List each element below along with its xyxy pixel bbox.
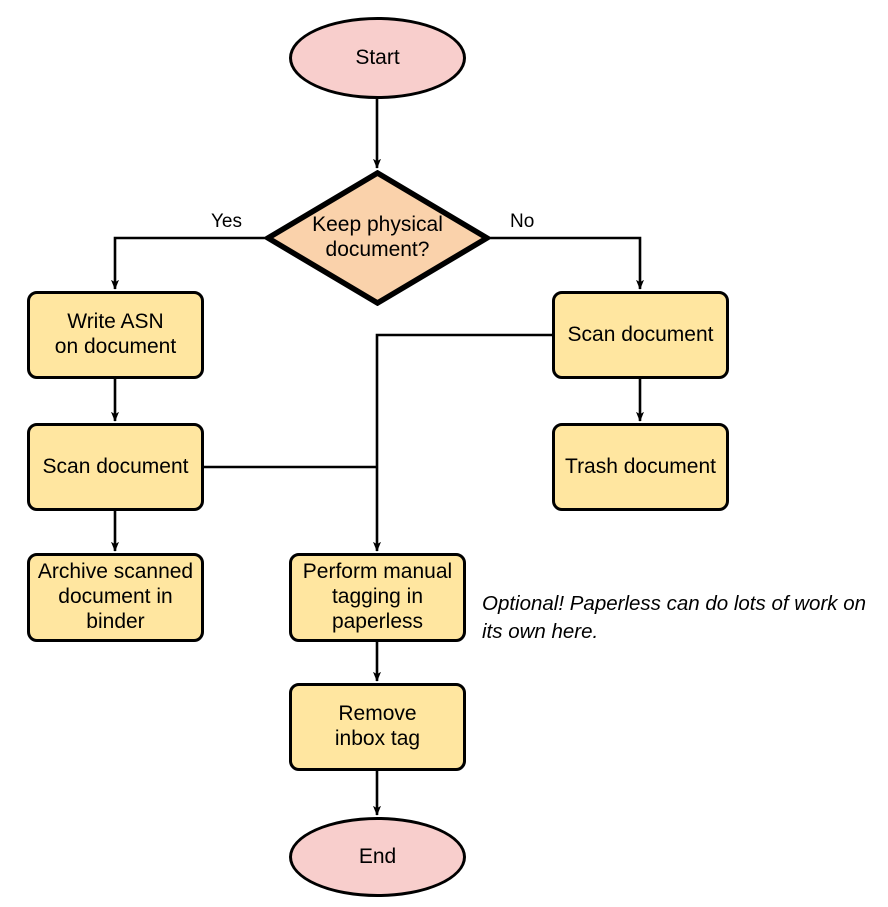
node-remove-inbox-tag[interactable]: Remove inbox tag <box>289 683 466 771</box>
node-write-asn-on-document-label: Write ASN on document <box>54 310 177 358</box>
node-start-label: Start <box>355 45 400 69</box>
edge-label-no: No <box>510 211 535 232</box>
node-keep-physical-document-label: Keep physical document? <box>312 213 443 261</box>
decision-diamond-shape <box>265 170 490 306</box>
optional-note: Optional! Paperless can do lots of work … <box>482 592 867 643</box>
edge-scan-right-to-tagging <box>373 333 552 552</box>
node-trash-document-label: Trash document <box>565 454 716 478</box>
node-scan-document-right-label: Scan document <box>567 322 714 346</box>
edge-decision-no-to-scan-right <box>490 236 644 290</box>
edge-decision-yes-to-write-asn <box>111 236 265 290</box>
edge-label-yes: Yes <box>211 211 242 232</box>
node-end-label: End <box>358 844 397 868</box>
node-scan-document-left-label: Scan document <box>42 454 189 478</box>
node-perform-manual-tagging-in-paperless[interactable]: Perform manual tagging in paperless <box>289 553 466 642</box>
node-archive-scanned-document-in-binder-label: Archive scanned document in binder <box>37 560 194 633</box>
node-keep-physical-document[interactable]: Keep physical document? <box>265 170 490 306</box>
node-scan-document-right[interactable]: Scan document <box>552 291 729 379</box>
node-trash-document[interactable]: Trash document <box>552 423 729 511</box>
node-archive-scanned-document-in-binder[interactable]: Archive scanned document in binder <box>27 553 204 642</box>
node-remove-inbox-tag-label: Remove inbox tag <box>334 702 421 750</box>
node-end[interactable]: End <box>289 817 466 897</box>
node-start[interactable]: Start <box>289 17 466 99</box>
node-scan-document-left[interactable]: Scan document <box>27 423 204 511</box>
node-perform-manual-tagging-in-paperless-label: Perform manual tagging in paperless <box>302 560 453 633</box>
node-write-asn-on-document[interactable]: Write ASN on document <box>27 291 204 379</box>
